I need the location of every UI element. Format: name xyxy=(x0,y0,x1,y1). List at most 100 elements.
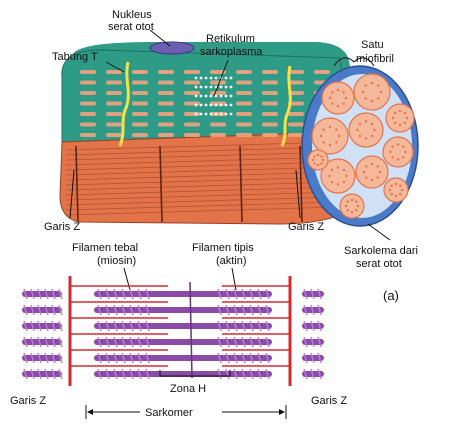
filament-dot xyxy=(399,193,402,196)
sr-segment xyxy=(132,101,148,106)
sr-dot xyxy=(224,112,228,116)
sarcolemma-label-2: serat otot xyxy=(356,258,402,270)
myosin-head xyxy=(113,368,118,380)
myosin-head xyxy=(23,368,28,380)
t-tubule-label: Tabung T xyxy=(52,51,98,63)
sr-dot xyxy=(219,85,223,89)
myosin-head xyxy=(265,304,270,316)
myosin-head xyxy=(51,352,56,364)
sr-segment xyxy=(158,91,174,95)
myosin-head xyxy=(37,368,42,380)
sr-segment xyxy=(106,122,122,127)
myosin-head xyxy=(44,320,49,332)
myosin-head xyxy=(121,304,126,316)
myofibril-cross-sections xyxy=(307,73,415,219)
striation-line xyxy=(65,196,339,206)
filament-dot xyxy=(364,97,367,100)
z-disc-line xyxy=(299,145,303,223)
myosin-head xyxy=(97,368,102,380)
myosin-head xyxy=(310,320,315,332)
sarcolemma-label-1: Sarkolema dari xyxy=(344,245,418,257)
myosin-head xyxy=(105,320,110,332)
sr-segment xyxy=(80,133,96,137)
myosin-head xyxy=(23,352,28,364)
sr-segment xyxy=(288,80,304,85)
filament-dot xyxy=(364,137,368,140)
sr-segment xyxy=(288,133,304,137)
filament-dot xyxy=(361,90,365,94)
sr-segment xyxy=(184,91,200,95)
filament-dot xyxy=(370,81,374,85)
myosin-head xyxy=(303,352,308,364)
myosin-head xyxy=(97,288,102,300)
z-disc-line xyxy=(239,145,243,223)
myosin-head xyxy=(30,352,35,364)
myosin-head xyxy=(51,368,56,380)
filament-dot xyxy=(393,121,397,125)
filament-dot xyxy=(400,188,404,192)
sr-segment xyxy=(236,133,252,137)
sr-segment xyxy=(80,122,96,127)
myosin-head xyxy=(225,320,230,332)
thin-filament-label-2: (aktin) xyxy=(216,255,247,267)
myosin-head xyxy=(37,352,42,364)
myosin-head xyxy=(137,336,142,348)
sr-dot xyxy=(204,76,208,80)
filament-dot xyxy=(322,141,325,144)
sr-dot xyxy=(209,103,213,107)
sr-segment xyxy=(106,101,122,106)
z-line-top-left-label: Garis Z xyxy=(44,221,80,233)
sr-segment xyxy=(262,91,278,95)
myofibril-end xyxy=(355,155,389,189)
myosin-head xyxy=(310,336,315,348)
filament-dot xyxy=(370,99,374,103)
t-tubule-2 xyxy=(280,65,292,147)
sr-dot xyxy=(194,94,198,98)
filament-dot xyxy=(378,170,382,174)
myosin-head xyxy=(249,304,254,316)
thick-filament-stub xyxy=(22,339,62,345)
thick-filament xyxy=(94,323,272,329)
sr-segment xyxy=(80,80,96,85)
myofibril-bracket xyxy=(333,57,375,67)
sr-segment xyxy=(236,112,252,116)
myosin-head xyxy=(121,336,126,348)
sr-dot xyxy=(219,112,223,116)
filament-dot xyxy=(365,165,368,168)
thick-filament-stub xyxy=(22,291,62,297)
myosin-head xyxy=(265,288,270,300)
z-line-top-right-leader xyxy=(295,169,301,219)
myosin-head xyxy=(145,304,150,316)
sr-segment xyxy=(210,101,226,106)
filament-dot xyxy=(362,170,366,174)
filament-dot xyxy=(336,88,340,92)
sr-segment xyxy=(210,133,226,137)
sr-segment xyxy=(184,112,200,116)
sr-segment xyxy=(132,91,148,95)
sr-segment xyxy=(132,122,148,127)
filament-dot xyxy=(342,180,346,184)
myosin-head xyxy=(137,320,142,332)
myosin-head xyxy=(257,352,262,364)
filament-dot xyxy=(355,209,358,212)
sr-segment xyxy=(132,112,148,116)
myosin-head xyxy=(257,288,262,300)
thick-filament-stub xyxy=(22,355,62,361)
filament-dot xyxy=(356,204,360,208)
sr-label-2: sarkoplasma xyxy=(200,46,263,58)
sr-dot xyxy=(194,85,198,89)
sr-dot xyxy=(219,103,223,107)
sr-segment xyxy=(288,91,304,95)
myosin-head xyxy=(58,288,63,300)
sr-segment xyxy=(262,133,278,137)
filament-dot xyxy=(313,162,316,165)
myosin-head xyxy=(113,352,118,364)
myosin-head xyxy=(265,320,270,332)
myosin-head xyxy=(97,320,102,332)
myofibril-end xyxy=(321,81,355,115)
filament-dot xyxy=(370,162,374,166)
striation-line xyxy=(65,206,339,216)
myosin-head xyxy=(129,352,134,364)
filament-dot xyxy=(402,145,405,148)
myosin-head xyxy=(37,320,42,332)
